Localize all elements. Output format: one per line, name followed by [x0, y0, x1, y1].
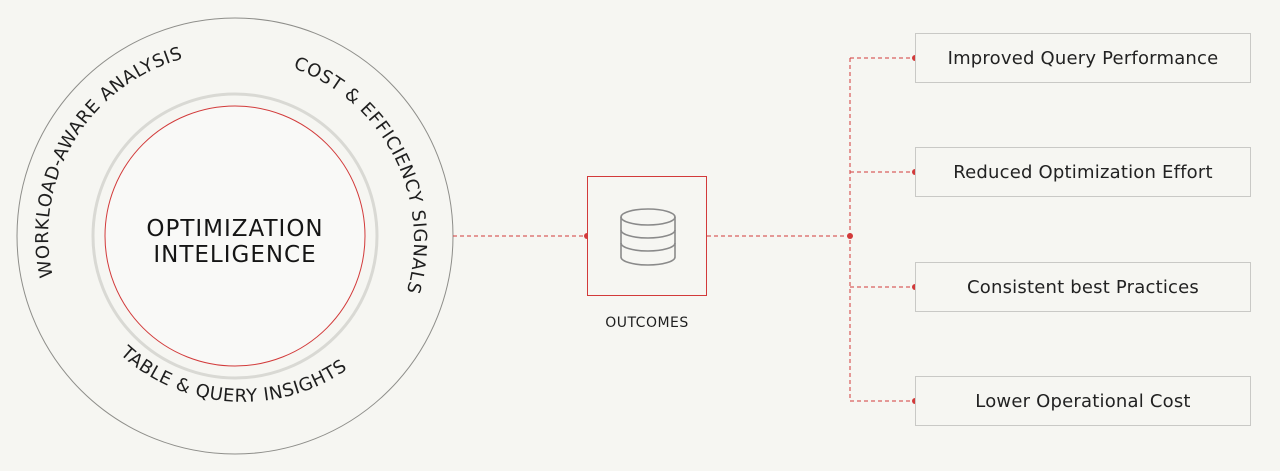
outcomes-hub — [587, 176, 707, 296]
outcome-lower-operational-cost: Lower Operational Cost — [915, 376, 1251, 426]
outcome-improved-query-performance: Improved Query Performance — [915, 33, 1251, 83]
inner-ring — [91, 92, 379, 380]
core-circle — [104, 105, 366, 367]
outcome-consistent-best-practices: Consistent best Practices — [915, 262, 1251, 312]
core-title-line1: OPTIMIZATION — [146, 216, 323, 242]
outcome-reduced-optimization-effort: Reduced Optimization Effort — [915, 147, 1251, 197]
outcomes-label: OUTCOMES — [605, 315, 689, 331]
core-title-line2: INTELIGENCE — [153, 242, 316, 268]
database-icon — [620, 208, 676, 266]
